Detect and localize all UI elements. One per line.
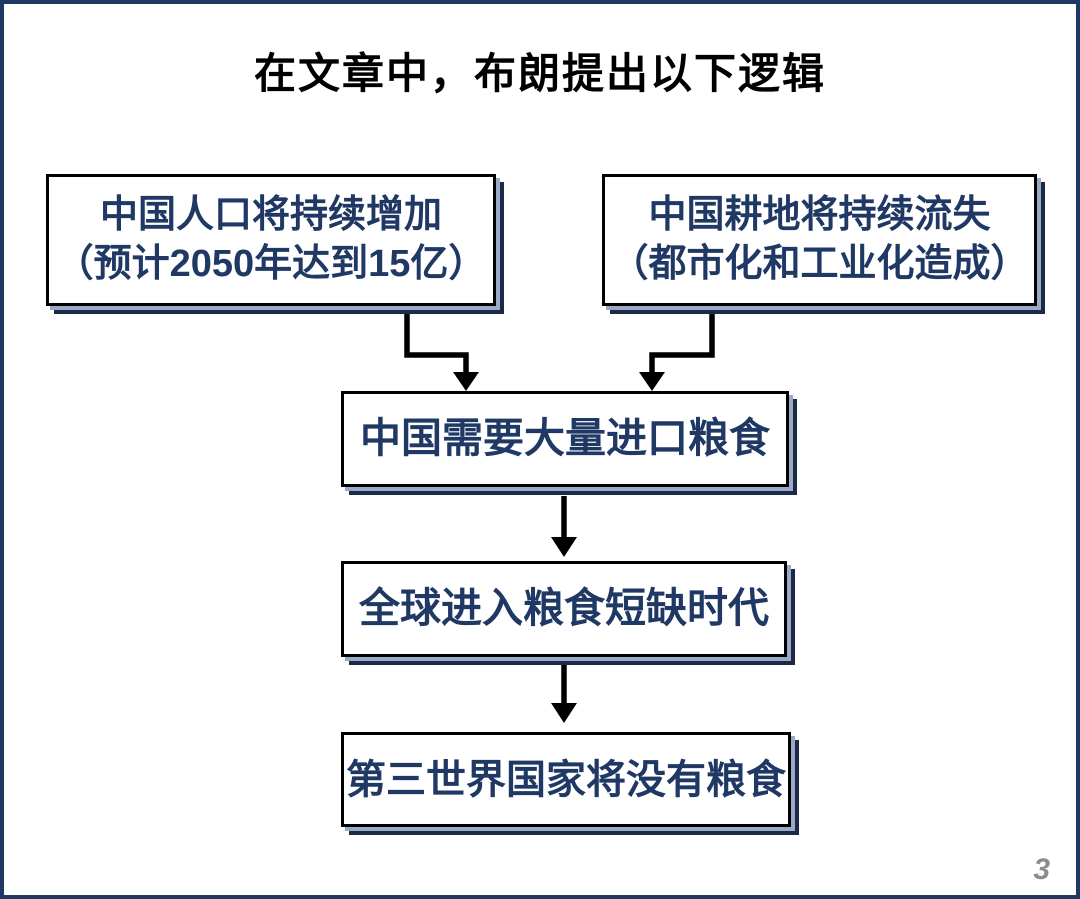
node-farmland-line2: （都市化和工业化造成） bbox=[610, 243, 1029, 285]
arrow-population-to-import bbox=[404, 314, 479, 391]
node-shortage-label: 全球进入粮食短缺时代 bbox=[359, 585, 769, 632]
node-population: 中国人口将持续增加 （预计2050年达到15亿） bbox=[46, 174, 496, 306]
arrow-farmland-to-import bbox=[639, 314, 715, 391]
node-population-line1: 中国人口将持续增加 bbox=[99, 193, 442, 236]
node-thirdworld: 第三世界国家将没有粮食 bbox=[341, 732, 791, 827]
node-import-label: 中国需要大量进口粮食 bbox=[360, 415, 770, 462]
node-farmland-line1: 中国耕地将持续流失 bbox=[648, 193, 991, 236]
node-shortage: 全球进入粮食短缺时代 bbox=[341, 561, 787, 657]
node-import: 中国需要大量进口粮食 bbox=[341, 391, 789, 487]
node-farmland: 中国耕地将持续流失 （都市化和工业化造成） bbox=[602, 174, 1037, 306]
slide-title: 在文章中，布朗提出以下逻辑 bbox=[253, 50, 826, 97]
node-thirdworld-label: 第三世界国家将没有粮食 bbox=[346, 757, 786, 802]
arrow-shortage-to-thirdworld bbox=[551, 665, 577, 723]
page-number: 3 bbox=[1033, 853, 1050, 886]
arrow-import-to-shortage bbox=[551, 496, 577, 557]
node-population-line2: （预计2050年达到15亿） bbox=[55, 243, 487, 285]
